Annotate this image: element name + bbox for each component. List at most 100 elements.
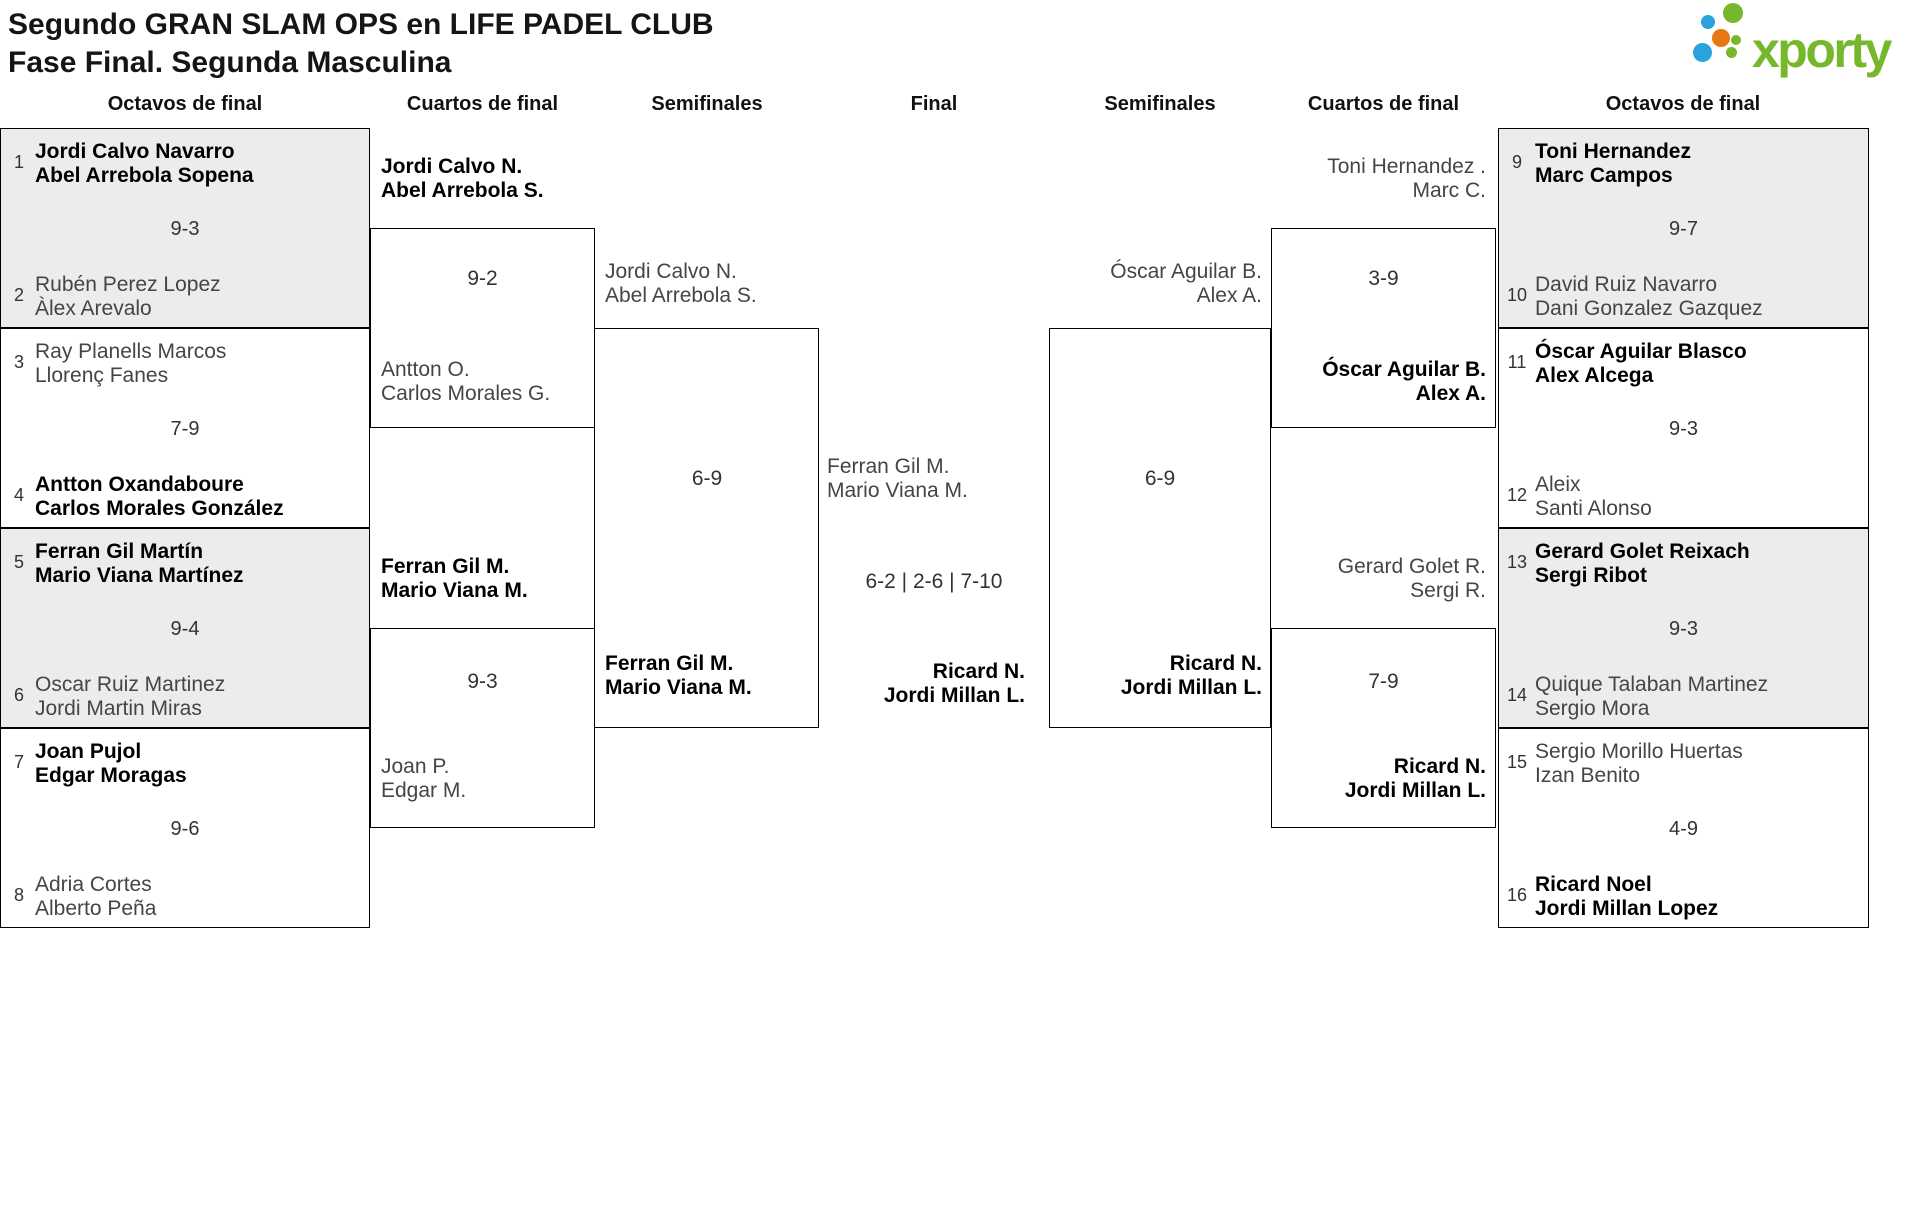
match-box-octavos-15-16: 15 Sergio Morillo Huertas Izan Benito 4-…	[1498, 728, 1869, 928]
player-name: Sergi R.	[1410, 579, 1486, 602]
player-name: Óscar Aguilar B.	[1110, 260, 1262, 283]
match-box-octavos-9-10: 9 Toni Hernandez Marc Campos 9-7 10 Davi…	[1498, 128, 1869, 328]
team-label: Óscar Aguilar B. Alex A.	[1260, 358, 1486, 406]
team-names: David Ruiz Navarro Dani Gonzalez Gazquez	[1535, 273, 1763, 321]
player-name: Jordi Calvo N.	[381, 155, 523, 178]
player-name: Rubén Perez Lopez	[35, 273, 221, 296]
seed-number: 6	[13, 685, 24, 705]
player-name: Gerard Golet Reixach	[1535, 540, 1750, 563]
round-header-semis-left: Semifinales	[651, 93, 763, 115]
team-label: Jordi Calvo N. Abel Arrebola S.	[381, 155, 544, 203]
team-names: Jordi Calvo Navarro Abel Arrebola Sopena	[35, 140, 254, 188]
match-box-octavos-7-8: 7 Joan Pujol Edgar Moragas 9-6 8 Adria C…	[0, 728, 370, 928]
team-names: Sergio Morillo Huertas Izan Benito	[1535, 740, 1743, 788]
match-score: 9-3	[170, 218, 200, 240]
player-name: Toni Hernandez .	[1327, 155, 1486, 178]
team-names: Adria Cortes Alberto Peña	[35, 873, 156, 921]
match-box-semi-left	[594, 328, 819, 728]
player-name: Carlos Morales González	[35, 497, 284, 520]
logo-dot-blue-small-icon	[1701, 15, 1715, 29]
logo-dot-blue-large-icon	[1693, 43, 1712, 62]
seed-number: 9	[1511, 152, 1522, 172]
match-box-cuartos-left-2	[370, 628, 595, 828]
player-name: Abel Arrebola S.	[381, 179, 544, 202]
round-header-cuartos-left: Cuartos de final	[406, 93, 559, 115]
round-header-octavos-right: Octavos de final	[1605, 93, 1761, 115]
team-names: Joan Pujol Edgar Moragas	[35, 740, 187, 788]
logo-dot-green-small-icon	[1726, 47, 1737, 58]
player-name: Alex Alcega	[1535, 364, 1654, 387]
player-name: Marc C.	[1412, 179, 1487, 202]
player-name: Gerard Golet R.	[1337, 555, 1486, 578]
player-name: Jordi Millan L.	[1344, 779, 1486, 802]
match-score: 7-9	[170, 418, 200, 440]
player-name: Carlos Morales G.	[381, 382, 551, 405]
player-name: Alberto Peña	[35, 897, 157, 920]
player-name: Jordi Calvo Navarro	[35, 140, 235, 163]
player-name: Ferran Gil Martín	[35, 540, 204, 563]
player-name: Ferran Gil M.	[381, 555, 510, 578]
team-label: Gerard Golet R. Sergi R.	[1260, 555, 1486, 603]
match-box-cuartos-right-1	[1271, 228, 1496, 428]
player-name: Jordi Millan L.	[1120, 676, 1262, 699]
team-names: Oscar Ruiz Martinez Jordi Martin Miras	[35, 673, 225, 721]
team-names: Ray Planells Marcos Llorenç Fanes	[35, 340, 226, 388]
team-names: Óscar Aguilar Blasco Alex Alcega	[1535, 340, 1747, 388]
seed-number: 4	[13, 485, 24, 505]
player-name: Jordi Martin Miras	[35, 697, 202, 720]
player-name: Aleix	[1535, 473, 1581, 496]
player-name: Sergi Ribot	[1535, 564, 1648, 587]
match-score: 6-9	[691, 467, 723, 490]
seed-number: 8	[13, 885, 24, 905]
page-title: Segundo GRAN SLAM OPS en LIFE PADEL CLUB…	[8, 6, 714, 82]
player-name: Jordi Millan Lopez	[1535, 897, 1719, 920]
player-name: Mario Viana M.	[827, 479, 968, 502]
seed-number: 14	[1506, 685, 1528, 705]
seed-number: 7	[13, 752, 24, 772]
player-name: Àlex Arevalo	[35, 297, 152, 320]
player-name: Abel Arrebola S.	[605, 284, 757, 307]
team-names: Ferran Gil Martín Mario Viana Martínez	[35, 540, 244, 588]
team-names: Antton Oxandaboure Carlos Morales Gonzál…	[35, 473, 284, 521]
player-name: Ricard Noel	[1535, 873, 1652, 896]
team-label-champion: Ricard N. Jordi Millan L.	[819, 660, 1025, 708]
team-names: Gerard Golet Reixach Sergi Ribot	[1535, 540, 1750, 588]
round-header-semis-right: Semifinales	[1104, 93, 1216, 115]
player-name: Antton Oxandaboure	[35, 473, 244, 496]
team-label-finalist-1: Ferran Gil M. Mario Viana M.	[827, 455, 968, 503]
match-score: 9-4	[170, 618, 200, 640]
team-names: Aleix Santi Alonso	[1535, 473, 1652, 521]
player-name: Mario Viana M.	[381, 579, 528, 602]
player-name: Izan Benito	[1535, 764, 1641, 787]
team-names: Toni Hernandez Marc Campos	[1535, 140, 1691, 188]
player-name: Toni Hernandez	[1535, 140, 1691, 163]
player-name: David Ruiz Navarro	[1535, 273, 1718, 296]
match-score: 9-3	[1669, 618, 1698, 640]
seed-number: 11	[1507, 352, 1527, 372]
match-box-semi-right	[1049, 328, 1271, 728]
seed-number: 16	[1506, 885, 1528, 905]
team-label: Ferran Gil M. Mario Viana M.	[605, 652, 752, 700]
player-name: Alex A.	[1415, 382, 1486, 405]
match-box-octavos-3-4: 3 Ray Planells Marcos Llorenç Fanes 7-9 …	[0, 328, 370, 528]
team-label: Toni Hernandez . Marc C.	[1260, 155, 1486, 203]
player-name: Ferran Gil M.	[605, 652, 734, 675]
player-name: Quique Talaban Martinez	[1535, 673, 1769, 696]
team-label: Jordi Calvo N. Abel Arrebola S.	[605, 260, 757, 308]
player-name: Ricard N.	[1169, 652, 1262, 675]
match-score: 9-7	[1669, 218, 1698, 240]
seed-number: 1	[13, 152, 24, 172]
team-names: Quique Talaban Martinez Sergio Mora	[1535, 673, 1768, 721]
player-name: Mario Viana M.	[605, 676, 752, 699]
player-name: Abel Arrebola Sopena	[35, 164, 254, 187]
match-box-octavos-1-2: 1 Jordi Calvo Navarro Abel Arrebola Sope…	[0, 128, 370, 328]
match-box-octavos-11-12: 11 Óscar Aguilar Blasco Alex Alcega 9-3 …	[1498, 328, 1869, 528]
match-score: 9-3	[1669, 418, 1698, 440]
player-name: Ricard N.	[1393, 755, 1486, 778]
player-name: Adria Cortes	[35, 873, 152, 896]
tournament-name: Segundo GRAN SLAM OPS en LIFE PADEL CLUB	[8, 8, 714, 41]
match-score: 3-9	[1368, 267, 1399, 290]
team-names: Rubén Perez Lopez Àlex Arevalo	[35, 273, 221, 321]
player-name: Santi Alonso	[1535, 497, 1652, 520]
